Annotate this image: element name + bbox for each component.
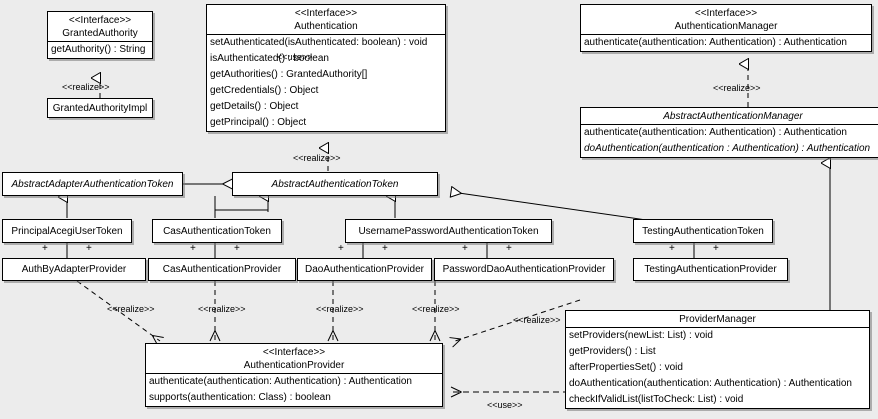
association-multiplicity-plus: + xyxy=(382,243,388,254)
association-multiplicity-plus: + xyxy=(669,243,675,254)
class-name: Authentication xyxy=(294,21,358,32)
edge-label-realize-password-dao: <<realize>> xyxy=(412,304,460,314)
class-name: AuthByAdapterProvider xyxy=(21,264,127,275)
class-name: AbstractAdapterAuthenticationToken xyxy=(11,178,174,190)
class-abstract-authentication-manager[interactable]: AbstractAuthenticationManager authentica… xyxy=(580,107,878,158)
edge-label-realize-auth-by-adapter: <<realize>> xyxy=(107,304,155,314)
edge-label-realize-provider-manager: <<realize>> xyxy=(513,315,561,325)
stereotype-label: <<Interface>> xyxy=(294,8,358,19)
operation: getCredentials() : Object xyxy=(210,85,319,96)
class-principal-acegi-user-token[interactable]: PrincipalAcegiUserToken xyxy=(2,219,132,243)
operation: supports(authentication: Class) : boolea… xyxy=(149,392,331,403)
divider xyxy=(207,34,445,35)
operation: authenticate(authentication: Authenticat… xyxy=(584,37,847,48)
divider xyxy=(146,373,442,374)
class-auth-by-adapter-provider[interactable]: AuthByAdapterProvider xyxy=(2,258,146,281)
association-multiplicity-plus: + xyxy=(42,243,48,254)
divider xyxy=(48,41,152,42)
class-header: <<Interface>> AuthenticationProvider xyxy=(146,344,442,373)
class-granted-authority-impl[interactable]: GrantedAuthorityImpl xyxy=(47,98,153,118)
operation-abstract: doAuthentication(authentication : Authen… xyxy=(584,143,871,154)
class-header: <<Interface>> Authentication xyxy=(207,5,445,34)
operation: getAuthorities() : GrantedAuthority[] xyxy=(210,69,368,80)
class-header: AbstractAuthenticationManager xyxy=(581,108,878,124)
operations-compartment: authenticate(authentication: Authenticat… xyxy=(581,35,871,51)
class-authentication-provider[interactable]: <<Interface>> AuthenticationProvider aut… xyxy=(145,343,443,407)
divider xyxy=(566,327,869,328)
stereotype-label: <<Interface>> xyxy=(262,347,326,358)
operations-compartment: authenticate(authentication: Authenticat… xyxy=(581,125,878,157)
class-name: AuthenticationManager xyxy=(674,21,778,32)
operations-compartment: getAuthority() : String xyxy=(48,42,152,58)
class-name: TestingAuthenticationProvider xyxy=(644,264,777,275)
edge-label-use-provider-manager: <<use>> xyxy=(487,400,523,410)
operation: checkIfValidList(listToCheck: List) : vo… xyxy=(569,394,744,405)
class-name: CasAuthenticationToken xyxy=(163,225,271,237)
class-testing-authentication-provider[interactable]: TestingAuthenticationProvider xyxy=(633,258,788,281)
edge-label-use-authentication: <<use>> xyxy=(277,52,313,62)
stereotype-label: <<Interface>> xyxy=(68,15,132,26)
operation: doAuthentication(authentication: Authent… xyxy=(569,378,852,389)
operation: afterPropertiesSet() : void xyxy=(569,362,683,373)
operation: authenticate(authentication: Authenticat… xyxy=(149,376,412,387)
operation: authenticate(authentication: Authenticat… xyxy=(584,127,847,138)
class-abstract-adapter-authentication-token[interactable]: AbstractAdapterAuthenticationToken xyxy=(2,172,183,196)
operations-compartment: setProviders(newList: List) : void getPr… xyxy=(566,328,869,408)
divider xyxy=(581,34,871,35)
class-granted-authority[interactable]: <<Interface>> GrantedAuthority getAuthor… xyxy=(47,11,153,59)
operations-compartment: setAuthenticated(isAuthenticated: boolea… xyxy=(207,35,445,131)
class-name: TestingAuthenticationToken xyxy=(642,225,764,237)
stereotype-label: <<Interface>> xyxy=(694,8,758,19)
class-name: GrantedAuthorityImpl xyxy=(52,102,148,114)
operation: setProviders(newList: List) : void xyxy=(569,330,713,341)
class-header: ProviderManager xyxy=(566,311,869,327)
association-multiplicity-plus: + xyxy=(338,243,344,254)
class-abstract-authentication-token[interactable]: AbstractAuthenticationToken xyxy=(232,172,438,196)
class-name: CasAuthenticationProvider xyxy=(162,264,282,275)
class-name: DaoAuthenticationProvider xyxy=(305,264,424,275)
class-cas-authentication-token[interactable]: CasAuthenticationToken xyxy=(152,219,282,243)
class-name: PasswordDaoAuthenticationProvider xyxy=(442,264,606,275)
edge-label-realize-granted-authority-impl: <<realize>> xyxy=(62,82,110,92)
class-name: ProviderManager xyxy=(679,314,756,325)
class-name: UsernamePasswordAuthenticationToken xyxy=(358,225,539,237)
class-name: AbstractAuthenticationToken xyxy=(271,178,399,190)
class-provider-manager[interactable]: ProviderManager setProviders(newList: Li… xyxy=(565,310,870,409)
class-cas-authentication-provider[interactable]: CasAuthenticationProvider xyxy=(148,258,296,281)
operation: isAuthenticated() : boolean xyxy=(210,53,329,64)
edge-label-realize-cas: <<realize>> xyxy=(198,304,246,314)
operation: getProviders() : List xyxy=(569,346,656,357)
association-multiplicity-plus: + xyxy=(190,243,196,254)
operations-compartment: authenticate(authentication: Authenticat… xyxy=(146,374,442,406)
class-name: PrincipalAcegiUserToken xyxy=(11,225,123,237)
class-name: GrantedAuthority xyxy=(62,28,138,39)
association-multiplicity-plus: + xyxy=(506,243,512,254)
class-testing-authentication-token[interactable]: TestingAuthenticationToken xyxy=(633,219,773,243)
class-password-dao-authentication-provider[interactable]: PasswordDaoAuthenticationProvider xyxy=(434,258,614,281)
operation: getDetails() : Object xyxy=(210,101,299,112)
operation: getAuthority() : String xyxy=(51,44,146,55)
association-multiplicity-plus: + xyxy=(86,243,92,254)
class-username-password-authentication-token[interactable]: UsernamePasswordAuthenticationToken xyxy=(345,219,552,243)
edge-label-realize-abstract-authentication-token: <<realize>> xyxy=(293,153,341,163)
class-header: <<Interface>> AuthenticationManager xyxy=(581,5,871,34)
association-multiplicity-plus: + xyxy=(713,243,719,254)
class-name: AbstractAuthenticationManager xyxy=(663,111,803,122)
operation: setAuthenticated(isAuthenticated: boolea… xyxy=(210,37,428,48)
edge-label-realize-dao: <<realize>> xyxy=(316,304,364,314)
class-authentication-manager[interactable]: <<Interface>> AuthenticationManager auth… xyxy=(580,4,872,52)
operation: getPrincipal() : Object xyxy=(210,117,307,128)
class-dao-authentication-provider[interactable]: DaoAuthenticationProvider xyxy=(297,258,432,281)
class-header: <<Interface>> GrantedAuthority xyxy=(48,12,152,41)
association-multiplicity-plus: + xyxy=(234,243,240,254)
class-name: AuthenticationProvider xyxy=(243,360,345,371)
class-authentication[interactable]: <<Interface>> Authentication setAuthenti… xyxy=(206,4,446,132)
divider xyxy=(581,124,878,125)
edge-label-realize-abstract-authentication-manager: <<realize>> xyxy=(713,83,761,93)
association-multiplicity-plus: + xyxy=(462,243,468,254)
